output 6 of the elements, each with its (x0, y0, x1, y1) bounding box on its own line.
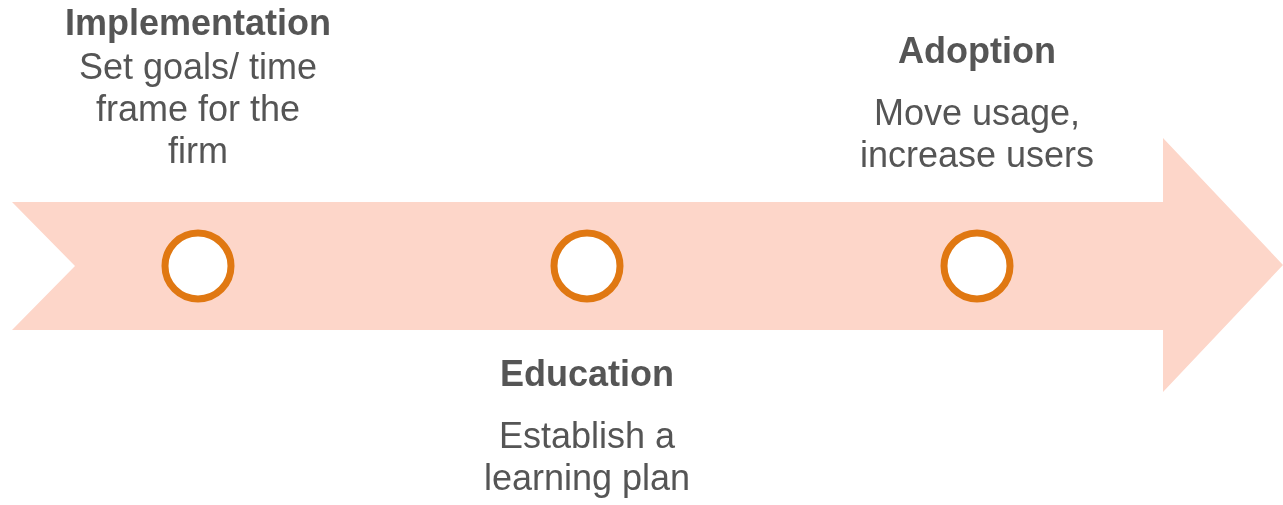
step-heading: Implementation (64, 2, 332, 44)
step-description: Move usage, increase users (858, 92, 1096, 176)
step-description: Establish a learning plan (482, 415, 692, 499)
step-heading: Education (499, 353, 675, 395)
step-heading: Adoption (897, 30, 1057, 72)
step-description: Set goals/ time frame for the firm (77, 46, 319, 172)
